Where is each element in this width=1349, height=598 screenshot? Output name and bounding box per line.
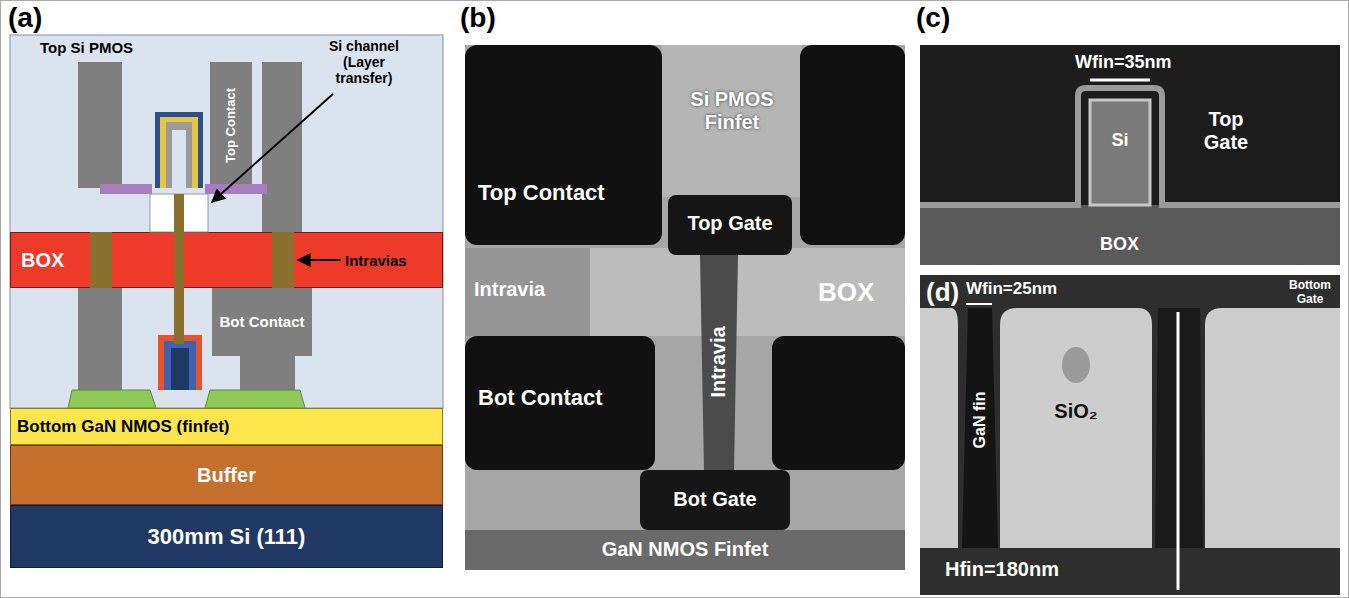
layer-label: Buffer (197, 464, 256, 487)
tem-image-b (465, 248, 905, 336)
source-drain-pad (68, 390, 156, 408)
top-contact (262, 62, 302, 232)
tem-image-d (920, 275, 1340, 595)
tem-image-b (465, 336, 655, 470)
tem-image-b (668, 195, 792, 255)
tem-image-c (920, 45, 1340, 265)
intravia (174, 194, 184, 344)
leader-arrow (212, 94, 333, 202)
top-gate-stack (172, 130, 186, 188)
top-gate-stack (155, 112, 203, 188)
region-label: Top Contact (478, 180, 605, 205)
bottom-gate (158, 335, 202, 390)
device-title: Top Si PMOS (40, 39, 133, 56)
bottom-gate (158, 335, 202, 390)
region-label: Bot Gate (673, 488, 756, 511)
dimension-line (1090, 79, 1150, 82)
silicide-pad (205, 184, 267, 194)
tem-image-d (920, 275, 1340, 595)
bottom-contact (240, 356, 295, 390)
dimension-line (1177, 312, 1180, 590)
top-contact (78, 62, 122, 188)
bottom-contact (78, 288, 295, 390)
substrate-layer: 300mm Si (111) (10, 505, 443, 568)
region-label: Si PMOS Finfet (672, 88, 792, 134)
tem-image-b (465, 248, 590, 336)
layer-label: Top Contact (224, 88, 239, 163)
region-label: Top Gate (687, 212, 772, 235)
tem-image-b (465, 45, 905, 570)
dimension-line (966, 303, 992, 305)
region-label: GaN NMOS Finfet (602, 538, 769, 561)
bottom-contact (78, 288, 122, 390)
tem-image-c (1090, 100, 1150, 205)
leader-arrow (212, 94, 341, 260)
device-layer: Bottom GaN NMOS (finfet) (10, 408, 443, 445)
layer-label: BOX (21, 249, 64, 272)
dimension-label: Wfin=25nm (966, 279, 1057, 299)
region-label: Top Gate (1196, 108, 1256, 154)
tem-image-b (700, 255, 738, 470)
region-label: BOX (818, 278, 874, 308)
tem-image-b (800, 45, 905, 245)
tem-image-b (465, 45, 662, 245)
tem-image-b (662, 45, 802, 197)
region-label: Si (1111, 130, 1128, 151)
tem-image-d (1205, 308, 1340, 548)
tem-image-d (1000, 308, 1152, 548)
tem-image-c (920, 88, 1340, 205)
buffer-layer: Buffer (10, 445, 443, 505)
silicide-pad (100, 184, 152, 194)
top-gate-stack (160, 117, 198, 188)
callout-label: Intravias (345, 252, 407, 269)
dielectric-region (10, 35, 443, 408)
panel-letter: (a) (8, 2, 42, 34)
source-drain-pad (205, 390, 305, 408)
region-label: GaN fin (971, 392, 989, 449)
layer-label: Bottom GaN NMOS (finfet) (17, 417, 229, 437)
tem-image-b (465, 45, 905, 570)
panel-letter: (c) (916, 2, 950, 34)
region-label: Bot Contact (478, 385, 603, 410)
top-contact (78, 62, 302, 232)
source-drain-pad (68, 390, 305, 408)
tem-image-c (920, 205, 1340, 265)
dimension-label: Wfin=35nm (1075, 52, 1172, 73)
region-label: Intravia (707, 326, 730, 397)
panel-letter: (b) (460, 2, 496, 34)
contact-block: Bot Contact (212, 288, 312, 356)
tem-image-b (772, 336, 905, 470)
callout-label: Si channel (Layer transfer) (318, 38, 410, 86)
tem-image-d (920, 308, 958, 548)
dielectric-region (10, 35, 443, 408)
bottom-gate (171, 348, 189, 390)
bottom-gate (164, 341, 196, 390)
top-gate-stack (155, 112, 203, 188)
contact-pillar: Top Contact (210, 62, 252, 188)
tem-image-b (465, 530, 905, 570)
region-label: Bottom Gate (1282, 279, 1338, 307)
region-label: BOX (1100, 234, 1139, 255)
tem-image-d (962, 308, 998, 548)
dimension-label: Hfin=180nm (945, 558, 1059, 581)
region-label: Intravia (474, 278, 545, 301)
leader-arrow (298, 259, 341, 261)
tem-image-c (920, 45, 1340, 265)
intravia (272, 232, 294, 288)
tem-image-b (640, 470, 790, 530)
bottom-gate (174, 335, 184, 344)
layer-label: Bot Contact (220, 313, 305, 330)
panel-letter: (d) (926, 278, 959, 308)
region-label: SiO₂ (1054, 400, 1097, 423)
top-gate-stack (166, 122, 192, 188)
layer-label: 300mm Si (111) (148, 524, 306, 549)
tem-image-d (1062, 347, 1090, 383)
intravia (90, 232, 112, 288)
